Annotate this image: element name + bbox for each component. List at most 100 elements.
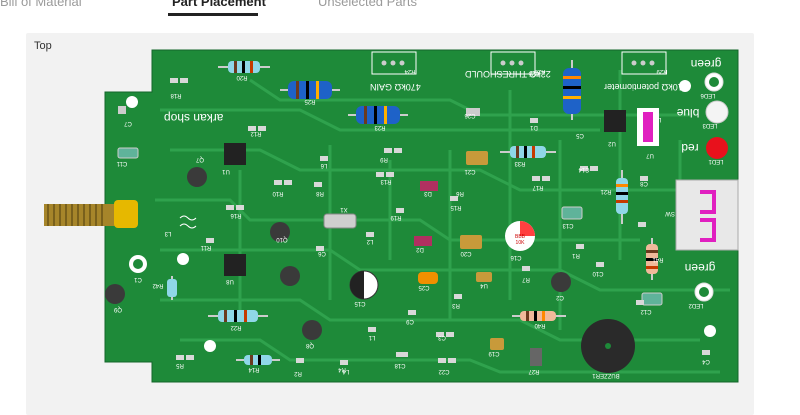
ref-c4: C4	[702, 358, 710, 364]
ref-c6: C6	[318, 250, 326, 256]
ref-u7: U7	[646, 152, 654, 158]
ref-c15: C15	[354, 300, 366, 306]
ref-c3: C3	[438, 334, 446, 340]
buzzer	[581, 319, 635, 373]
ref-l3: L3	[164, 230, 171, 236]
ref-r25: R25	[304, 98, 316, 104]
ref-r10: R10	[272, 190, 284, 196]
ref-r26: R26	[528, 70, 540, 76]
ref-r9: R9	[380, 156, 388, 162]
sma-connector	[44, 200, 138, 228]
pot-threshold-label: 22kΩ THRESHOULD	[465, 69, 551, 79]
ref-led2: LED2	[688, 302, 704, 308]
ref-u2: U2	[608, 140, 616, 146]
ref-l4: L4	[342, 368, 349, 374]
ref-r42: R42	[152, 282, 164, 288]
ref-c10: C10	[592, 270, 604, 276]
tab-unselected-parts[interactable]: Unselected Parts	[318, 0, 417, 9]
ref-sw: SW	[665, 210, 675, 216]
ref-c2: C2	[556, 294, 564, 300]
ref-r17: R17	[532, 184, 544, 190]
ref-q8: Q8	[305, 342, 314, 348]
resistors-axial	[167, 60, 658, 365]
ref-c20: C20	[460, 250, 472, 256]
ref-r13: R13	[380, 178, 392, 184]
tab-bar: Bill of Material Part Placement Unselect…	[0, 0, 800, 18]
ref-r3: R3	[452, 302, 460, 308]
ref-r41: R41	[652, 256, 664, 262]
ref-c11: C11	[116, 160, 127, 166]
ref-r23: R23	[374, 124, 386, 130]
inductor-l3	[179, 215, 197, 229]
ref-r6: R6	[456, 190, 464, 196]
ref-l2: L2	[366, 238, 373, 244]
ref-r11: R11	[200, 244, 211, 250]
ref-r14: R14	[248, 366, 260, 372]
tab-part-placement[interactable]: Part Placement	[172, 0, 266, 9]
ref-r4: R4	[338, 366, 346, 372]
ref-led6: LED6	[700, 92, 716, 98]
ref-buzzer1: BUZZER1	[592, 372, 620, 378]
ref-r22: R22	[230, 324, 242, 330]
crystal-x1	[323, 213, 357, 229]
ref-r28: R28	[534, 68, 546, 74]
led-red-label: red	[681, 141, 698, 155]
ref-r7: R7	[522, 276, 530, 282]
ref-u8: U8	[226, 278, 234, 284]
ref-r8: R8	[316, 190, 324, 196]
ref-led1: LED1	[708, 158, 724, 164]
ref-d1: D1	[530, 124, 538, 130]
ref-r15: R15	[450, 204, 462, 210]
cap-c16-marking: BBB	[515, 234, 526, 240]
switch-sw	[675, 179, 739, 251]
ref-l1: L1	[368, 334, 375, 340]
ref-led3: LED3	[702, 122, 718, 128]
ref-c8: C8	[640, 180, 648, 186]
ref-c21: C21	[464, 168, 476, 174]
ref-r24: R24	[404, 68, 416, 74]
ref-c1: C1	[134, 276, 142, 282]
ref-c18: C18	[394, 362, 406, 368]
ics	[224, 108, 659, 276]
ref-c13: C13	[562, 222, 574, 228]
ref-r29: R29	[656, 68, 668, 74]
ref-r16: R16	[230, 212, 242, 218]
ref-q7: Q7	[195, 156, 204, 162]
ref-c14: C14	[578, 166, 590, 172]
ref-c19: C19	[488, 350, 500, 356]
tab-bill-of-material[interactable]: Bill of Material	[0, 0, 82, 9]
ref-q9: Q9	[113, 306, 122, 312]
ref-x1: X1	[340, 206, 348, 212]
electrolytic-caps: BBB 10K	[129, 221, 535, 300]
ref-r27: R27	[528, 368, 540, 374]
mounting-holes	[126, 80, 716, 352]
led-green-top-label: green	[691, 57, 722, 71]
brand-silkscreen: arkan shop	[164, 111, 224, 125]
view-label: Top	[34, 40, 52, 52]
active-tab-underline	[168, 13, 258, 16]
ref-c5: C5	[576, 132, 584, 138]
ref-u1: U1	[222, 168, 230, 174]
ref-r1: R1	[572, 252, 580, 258]
ref-c26: C26	[464, 112, 476, 118]
ref-l6: L6	[320, 162, 327, 168]
led-green-bottom-label: green	[685, 261, 716, 275]
ref-r19: R19	[390, 214, 402, 220]
led-blue-label: blue	[676, 106, 699, 120]
ref-c16: C16	[510, 254, 522, 260]
ref-r40: R40	[534, 322, 546, 328]
transistors	[105, 167, 571, 340]
pot-gain-label: 470kΩ GAIN	[370, 82, 421, 92]
ref-r2: R2	[294, 370, 302, 376]
ref-r20: R20	[236, 74, 248, 80]
smd-caps	[117, 106, 663, 366]
ref-c22: C22	[438, 368, 450, 374]
ref-r18: R18	[170, 92, 182, 98]
ref-r5: R5	[176, 362, 184, 368]
ref-c9: C9	[406, 318, 414, 324]
ref-r12: R12	[250, 130, 262, 136]
ref-d3: D3	[424, 190, 432, 196]
ref-d2: D2	[416, 246, 424, 252]
